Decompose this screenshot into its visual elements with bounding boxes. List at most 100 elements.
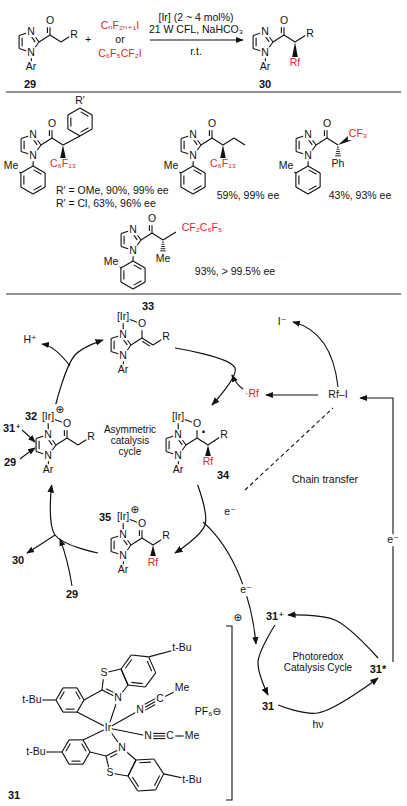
- chem-label: O: [47, 118, 57, 130]
- bond: [131, 655, 148, 657]
- chem-label: t-Bu: [171, 642, 192, 654]
- chem-label: R: [86, 431, 96, 443]
- bond: [121, 669, 128, 685]
- bond: [181, 139, 182, 152]
- bond: [161, 248, 166, 249]
- bond: [284, 35, 295, 42]
- bond: [68, 129, 80, 136]
- bond: [111, 339, 112, 352]
- bond: [141, 233, 152, 240]
- bond: [154, 759, 164, 774]
- chem-label: N: [117, 742, 127, 754]
- chem-label: N: [118, 529, 128, 541]
- chem-label: r.t.: [189, 46, 203, 58]
- chem-label: +: [84, 34, 92, 46]
- bond: [67, 115, 68, 129]
- bracket: [226, 626, 232, 800]
- chem-label: Chain transfer: [291, 474, 359, 486]
- bond: [83, 740, 90, 752]
- radical-arrow: [266, 394, 318, 395]
- bond: [121, 669, 128, 685]
- bond: [335, 155, 341, 156]
- chem-label: R: [69, 29, 79, 41]
- separator: [6, 294, 401, 295]
- bond: [194, 186, 202, 190]
- chem-label: 31: [7, 789, 21, 801]
- bond: [296, 139, 297, 152]
- bond: [63, 712, 77, 713]
- chem-label: C: [155, 693, 165, 705]
- bond: [120, 268, 121, 282]
- chem-label: N: [26, 47, 36, 59]
- bond: [77, 688, 84, 700]
- chem-label: N: [26, 26, 36, 38]
- chem-label: Ar: [172, 464, 185, 476]
- chem-label: N: [260, 26, 270, 38]
- chem-label: Rf: [147, 557, 160, 569]
- bond: [84, 690, 102, 700]
- bond: [41, 138, 52, 145]
- chem-label: [Ir]: [171, 411, 185, 423]
- chem-label: Me: [184, 730, 201, 742]
- bond: [193, 166, 205, 173]
- chem-label: Ar: [25, 61, 38, 73]
- chem-label: [Ir]: [116, 311, 130, 323]
- chem-label: N: [135, 704, 145, 716]
- bond: [77, 700, 84, 712]
- compound-number: 31*: [369, 663, 388, 675]
- bond: [336, 151, 340, 152]
- bond: [193, 187, 205, 194]
- bond: [63, 136, 80, 145]
- chem-label: O: [207, 118, 217, 130]
- bond: [169, 441, 170, 449]
- chem-label: N: [303, 150, 313, 162]
- intermediate: 34: [158, 405, 230, 485]
- bond: [83, 752, 90, 764]
- chem-label: C: [165, 730, 175, 742]
- bond: [69, 764, 83, 765]
- chem-label: R′ = OMe, 90%, 99% ee: [55, 185, 170, 197]
- bond: [33, 166, 45, 173]
- bond: [19, 36, 20, 49]
- chem-label: 29: [3, 456, 17, 468]
- separator: [6, 92, 401, 93]
- chem-label: C₆F₁₃: [49, 158, 77, 170]
- bond: [336, 153, 341, 154]
- chem-label: t-Bu: [181, 774, 202, 786]
- chem-label: [Ir]: [116, 511, 130, 523]
- bond: [163, 232, 176, 240]
- bond: [337, 149, 340, 150]
- bond: [39, 441, 40, 449]
- wedge-bond: [150, 545, 156, 556]
- bond: [181, 187, 193, 194]
- bond: [166, 439, 167, 452]
- bond: [45, 173, 46, 187]
- bond: [63, 687, 77, 688]
- chem-label: e⁻: [386, 534, 399, 546]
- bond: [69, 739, 83, 740]
- chem-label: Me: [103, 256, 120, 268]
- bond: [81, 128, 89, 132]
- chem-label: or: [114, 34, 125, 46]
- chem-label: e⁻: [223, 506, 236, 518]
- chem-label: Ar: [259, 61, 272, 73]
- bond: [21, 187, 33, 194]
- bond: [121, 261, 133, 268]
- bond: [131, 338, 142, 345]
- bond: [50, 35, 61, 42]
- electron-arrow: [360, 398, 393, 662]
- bond: [62, 740, 69, 752]
- bond: [90, 752, 106, 756]
- bond: [308, 166, 320, 173]
- chem-label: H⁺: [22, 334, 37, 346]
- compound-number: 34: [216, 469, 230, 481]
- bond: [33, 187, 45, 194]
- bond: [56, 688, 63, 700]
- bond: [256, 38, 257, 46]
- bond: [180, 173, 181, 187]
- bond: [186, 438, 197, 445]
- bond: [72, 761, 81, 762]
- bond: [147, 661, 151, 671]
- bond: [24, 141, 25, 149]
- chem-label: N: [118, 329, 128, 341]
